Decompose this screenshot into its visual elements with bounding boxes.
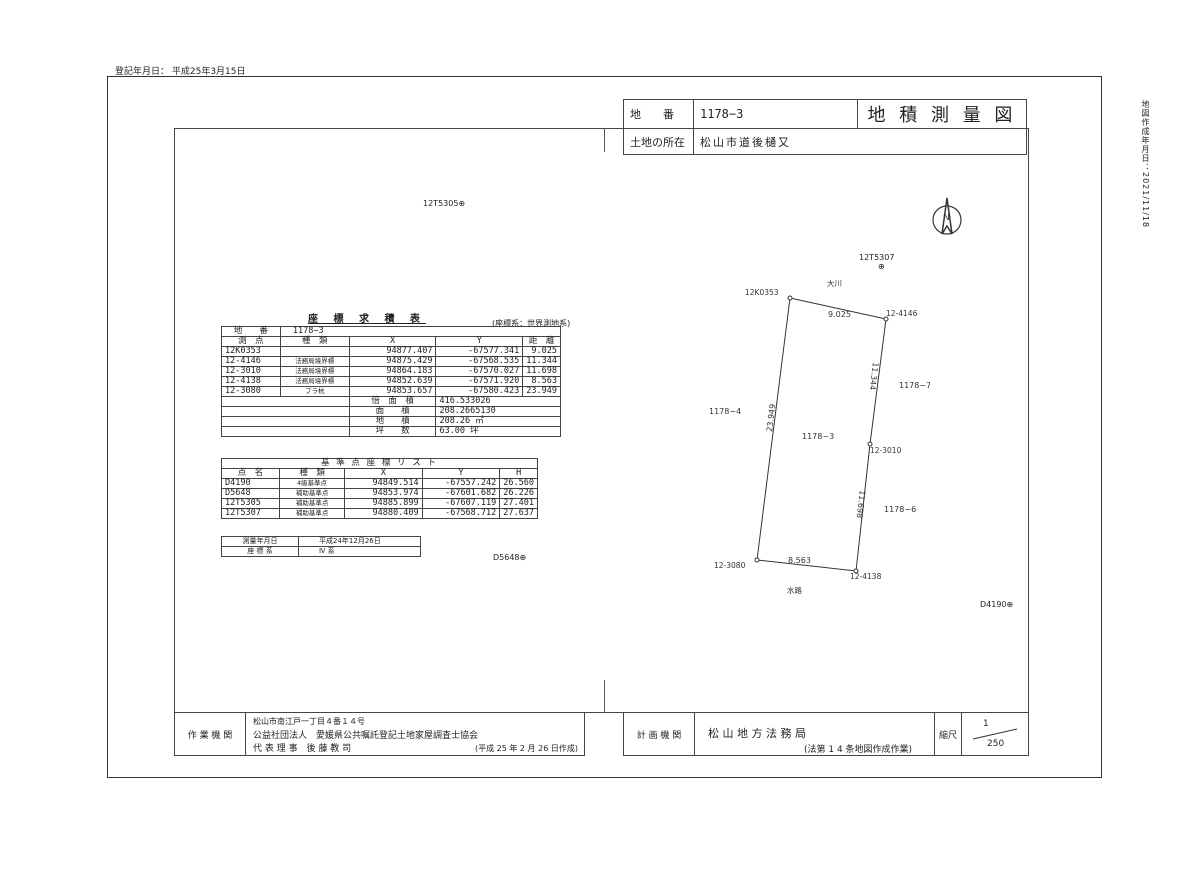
coord-header-row: 測 点 種 類 X Y 距 離 xyxy=(221,336,561,347)
table-row: 座 標 系 Ⅳ 系 xyxy=(221,546,421,557)
scale-denominator: 250 xyxy=(987,739,1005,749)
area-row: 面 積 208.2665130 xyxy=(221,406,561,417)
table-row: 12T5305 補助基準点 94885.899 -67607.119 27.40… xyxy=(221,498,538,509)
distance-top: 9.025 xyxy=(828,310,851,319)
scale-fraction-line xyxy=(972,728,1018,740)
scale-box: 縮尺 1 250 xyxy=(934,712,1029,756)
coord-table: 地 番 1178−3 測 点 種 類 X Y 距 離 12K0353 94877… xyxy=(221,326,562,437)
area-row: 倍 面 積 416.533026 xyxy=(221,396,561,407)
crop-mark-bottom xyxy=(604,680,605,713)
ref-header-row: 点 名 種 類 X Y H xyxy=(221,468,538,479)
coord-lot-value: 1178−3 xyxy=(279,326,562,337)
ref-point-d4190: D4190⊕ xyxy=(980,600,1014,609)
ref-table-title: 基 準 点 座 標 リ ス ト xyxy=(221,458,538,469)
distance-right-lower: 11.698 xyxy=(855,490,867,519)
point-12-3010 xyxy=(867,441,873,447)
distance-right-upper: 11.344 xyxy=(868,362,880,391)
header-lot-row: 地 番 1178−3 地 積 測 量 図 xyxy=(623,99,1027,129)
planning-org-label: 計 画 機 関 xyxy=(624,713,695,755)
scale-numerator: 1 xyxy=(983,719,989,729)
ref-point-table: 基 準 点 座 標 リ ス ト 点 名 種 類 X Y H D4190 4級基準… xyxy=(221,458,538,519)
survey-info-table: 測量年月日 平成24年12月26日 座 標 系 Ⅳ 系 xyxy=(221,536,421,557)
table-row: 12K0353 94877.407 -67577.341 9.025 xyxy=(221,346,561,357)
area-row: 坪 数 63.00 坪 xyxy=(221,426,561,437)
ref-point-12t5305: 12T5305⊕ xyxy=(423,199,466,208)
label-12-3080: 12-3080 xyxy=(714,561,746,570)
lot-label: 地 番 xyxy=(624,100,694,128)
label-parcel-1178-6: 1178−6 xyxy=(884,505,916,514)
label-parcel-1178-4: 1178−4 xyxy=(709,407,741,416)
location-label: 土地の所在 xyxy=(624,129,694,154)
distance-left: 23.949 xyxy=(765,403,777,432)
parcel-boundary xyxy=(756,297,887,572)
table-row: 12T5307 補助基準点 94880.409 -67568.712 27.63… xyxy=(221,508,538,519)
label-12k0353: 12K0353 xyxy=(745,288,779,297)
point-12-3080 xyxy=(754,557,760,563)
work-org-representative: 代 表 理 事 後 藤 教 司 xyxy=(253,744,352,754)
label-parcel-1178-3: 1178−3 xyxy=(802,432,834,441)
header-location-row: 土地の所在 松山市道後樋又 xyxy=(623,128,1027,155)
coord-table-title: 座 標 求 積 表 xyxy=(308,314,426,325)
side-print-date: 地図作成年月日：2021/11/18 xyxy=(1141,100,1150,229)
table-row: 12-3010 法務局境界標 94864.183 -67570.027 11.6… xyxy=(221,366,561,377)
label-parcel-1178-7: 1178−7 xyxy=(899,381,930,390)
area-row: 地 積 208.26 ㎡ xyxy=(221,416,561,427)
planning-org-note: (法第 1 4 条地図作成作業) xyxy=(804,745,913,755)
ref-point-d5648: D5648⊕ xyxy=(493,553,527,562)
work-organization-box: 作 業 機 関 松山市南江戸一丁目４番１４号 公益社団法人 愛媛県公共嘱託登記土… xyxy=(174,712,585,756)
table-row: 12-4146 法務局境界標 94875.429 -67568.535 11.3… xyxy=(221,356,561,367)
table-row: 12-3080 プラ杭 94853.657 -67580.423 23.949 xyxy=(221,386,561,397)
coord-lot-label: 地 番 xyxy=(221,326,281,337)
compass-letter: N xyxy=(943,213,950,223)
label-12-4138: 12-4138 xyxy=(850,572,882,581)
document-title: 地 積 測 量 図 xyxy=(867,105,1017,126)
registration-date: 登記年月日： 平成25年3月15日 xyxy=(115,67,246,77)
planning-org-name: 松 山 地 方 法 務 局 xyxy=(708,727,806,740)
crop-mark-top xyxy=(604,128,605,152)
table-row: D5648 補助基準点 94853.974 -67601.682 26.226 xyxy=(221,488,538,499)
table-row: 測量年月日 平成24年12月26日 xyxy=(221,536,421,547)
planning-organization-box: 計 画 機 関 松 山 地 方 法 務 局 (法第 1 4 条地図作成作業) xyxy=(623,712,935,756)
sheet-outer-frame xyxy=(107,76,1102,778)
work-org-label: 作 業 機 関 xyxy=(175,713,246,755)
label-river: 大川 xyxy=(827,280,842,288)
work-org-name: 公益社団法人 愛媛県公共嘱託登記土地家屋調査士協会 xyxy=(253,731,479,741)
ref-point-12t5307-mark: ⊕ xyxy=(878,262,885,271)
point-12-4138 xyxy=(853,568,859,574)
location-value: 松山市道後樋又 xyxy=(700,135,791,149)
distance-bottom: 8.563 xyxy=(788,556,811,565)
scale-label: 縮尺 xyxy=(935,713,962,755)
ref-point-12t5307: 12T5307 xyxy=(859,253,895,262)
point-12-4146 xyxy=(883,316,889,322)
north-arrow-icon: N xyxy=(932,197,962,235)
label-12-4146: 12-4146 xyxy=(886,309,918,318)
parcel-plot: 12K0353 12-4146 12-3010 12-4138 12-3080 … xyxy=(709,280,930,595)
point-12k0353 xyxy=(787,295,793,301)
coord-system-note: (座標系：世界測地系) xyxy=(492,319,571,328)
label-12-3010: 12-3010 xyxy=(870,446,902,455)
work-org-address: 松山市南江戸一丁目４番１４号 xyxy=(253,717,365,726)
table-row: D4190 4級基準点 94849.514 -67557.242 26.560 xyxy=(221,478,538,489)
work-org-created-date: (平成 25 年 2 月 26 日作成) xyxy=(475,744,578,753)
lot-value: 1178−3 xyxy=(694,100,858,128)
drawing-frame xyxy=(174,128,1029,713)
table-row: 12-4138 法務局境界標 94852.639 -67571.920 8.56… xyxy=(221,376,561,387)
label-waterway: 水路 xyxy=(787,585,802,595)
